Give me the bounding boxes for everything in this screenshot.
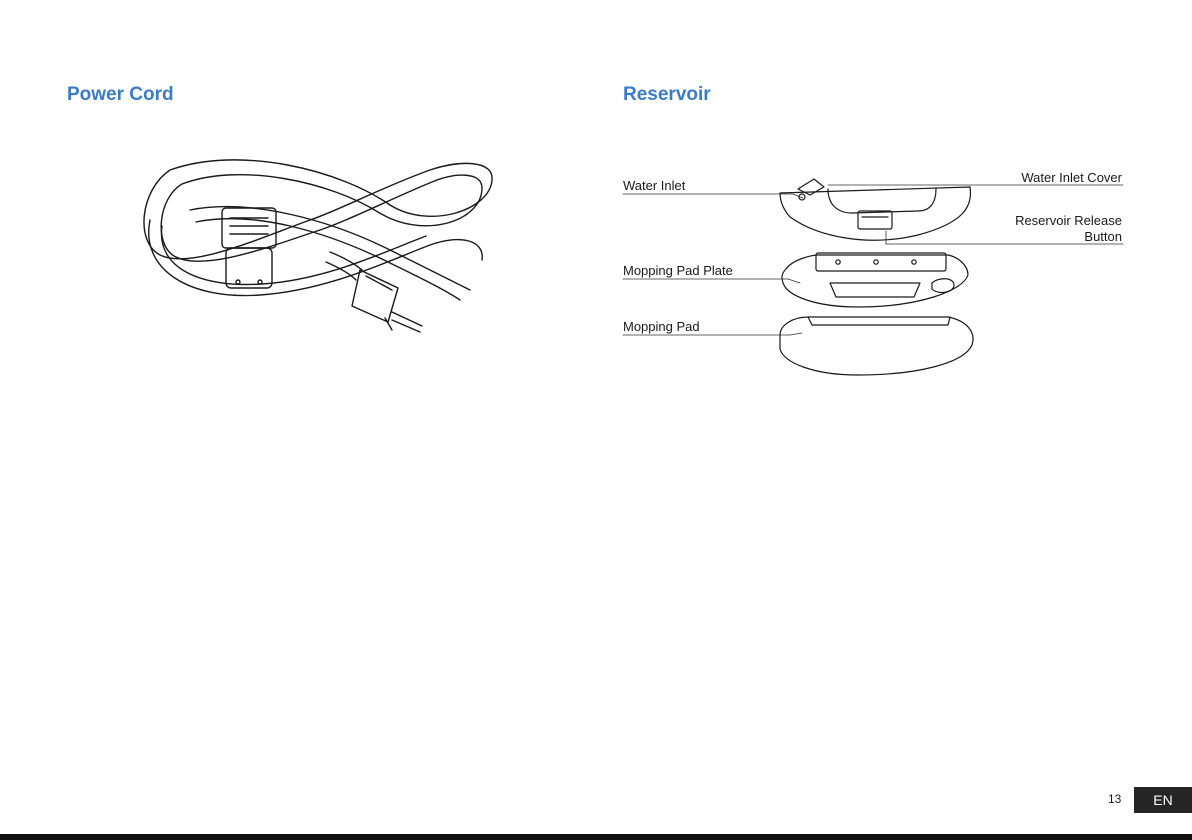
- callout-water-inlet: Water Inlet: [623, 178, 685, 194]
- bottom-rule: [0, 834, 1192, 840]
- cord-plug-body: [352, 270, 398, 322]
- page-number: 13: [1108, 792, 1121, 806]
- callout-reservoir-release-line1: Reservoir Release: [1015, 213, 1122, 229]
- reservoir-tank: [780, 187, 970, 240]
- power-cord-illustration: [130, 150, 510, 350]
- mopping-pad-plate: [782, 255, 968, 307]
- cord-coil-lower-2: [161, 226, 426, 285]
- reservoir-illustration: [618, 165, 1128, 395]
- callout-water-inlet-cover: Water Inlet Cover: [1021, 170, 1122, 186]
- cord-plug-prong-2: [392, 312, 422, 326]
- reservoir-title: Reservoir: [623, 84, 711, 106]
- power-cord-title: Power Cord: [67, 84, 174, 106]
- callout-leader-lines: [623, 185, 1123, 335]
- language-badge: EN: [1134, 787, 1192, 813]
- callout-reservoir-release: Reservoir Release Button: [1015, 213, 1122, 245]
- callout-mopping-pad: Mopping Pad: [623, 319, 700, 335]
- cord-connector-body: [226, 248, 272, 288]
- callout-mopping-pad-plate: Mopping Pad Plate: [623, 263, 733, 279]
- cord-loop-inner: [161, 175, 482, 262]
- callout-reservoir-release-line2: Button: [1015, 229, 1122, 245]
- mopping-pad: [780, 317, 973, 375]
- reservoir-release-button: [858, 211, 892, 229]
